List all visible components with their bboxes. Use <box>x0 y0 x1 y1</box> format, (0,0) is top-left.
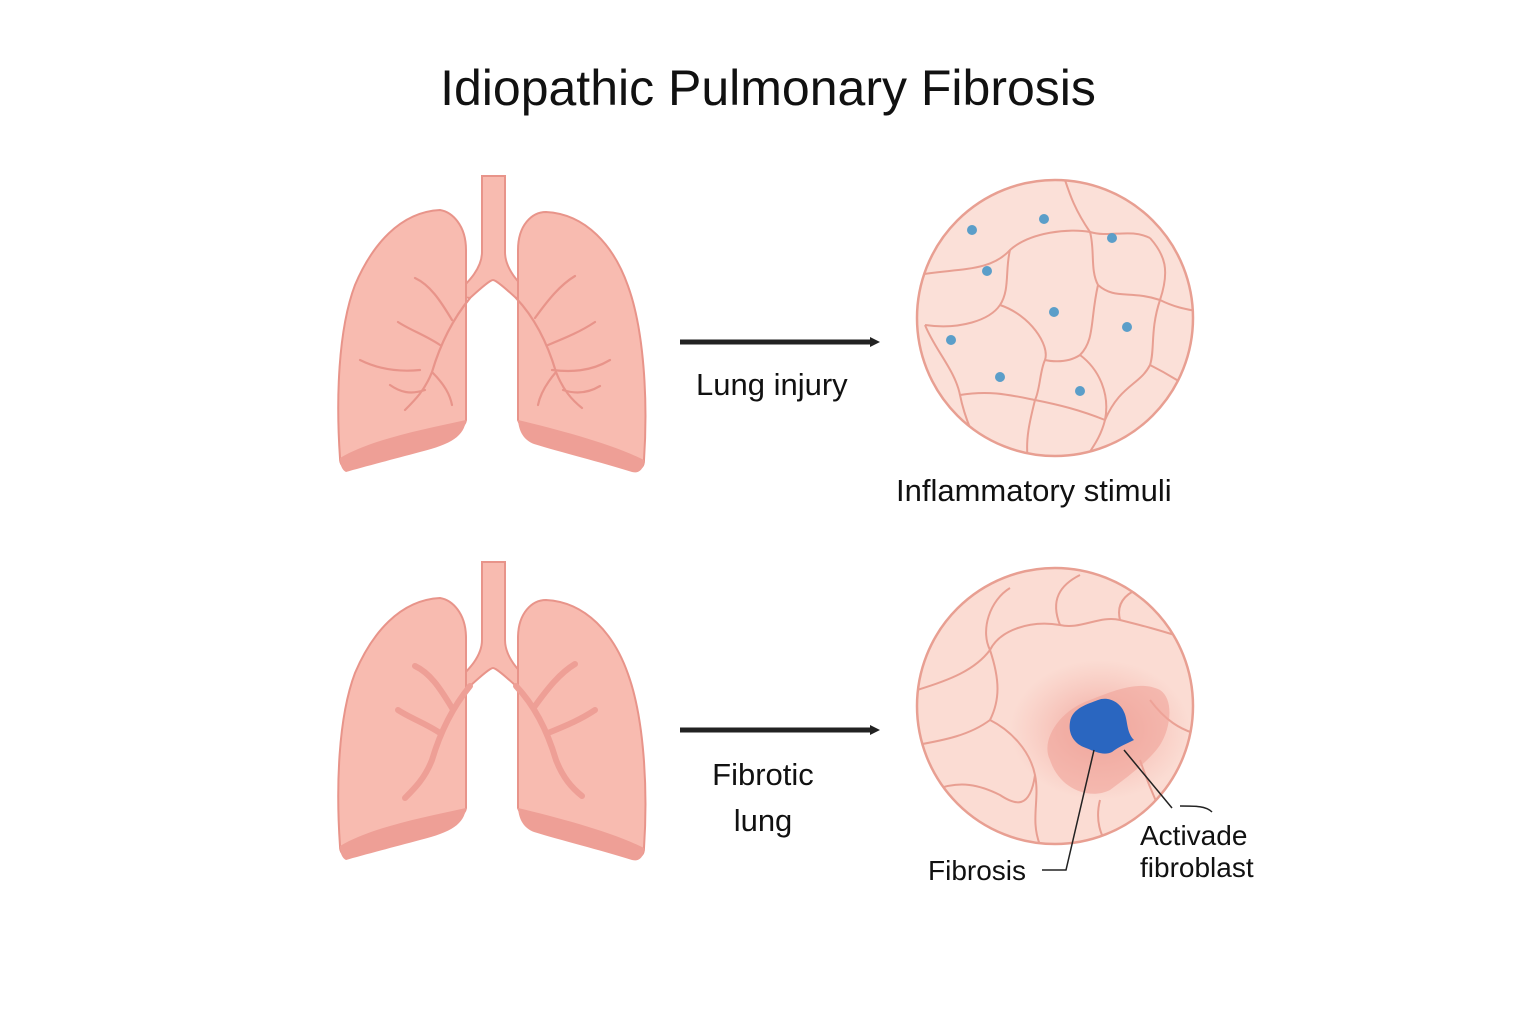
right-lung-base <box>518 808 644 861</box>
fibrosis-callout: Fibrosis <box>928 855 1027 886</box>
fibrotic-lungs <box>337 561 647 861</box>
callout-lines <box>1042 749 1213 871</box>
fibrotic-lung-line2: lung <box>733 803 793 838</box>
lung-injury-label: Lung injury <box>696 367 848 402</box>
inflammatory-dots <box>946 214 1132 396</box>
inflammatory-stimuli-label: Inflammatory stimuli <box>896 473 1172 508</box>
activated-fibroblast <box>1069 698 1134 754</box>
left-lung-base <box>340 808 466 860</box>
healthy-lungs <box>337 175 647 473</box>
fibrotic-tissue-circle <box>915 566 1213 871</box>
activated-fibroblast-line2: fibroblast <box>1140 852 1254 883</box>
inflamed-tissue-circle <box>915 178 1195 458</box>
thickened-bronchi <box>395 661 598 801</box>
bronchi <box>358 274 612 412</box>
fibrotic-lung-line1: Fibrotic <box>712 757 814 792</box>
activated-fibroblast-callout: Activade fibroblast <box>1140 820 1254 884</box>
left-lung-base <box>340 420 466 472</box>
activated-fibroblast-line1: Activade <box>1140 820 1248 851</box>
right-lung-base <box>518 420 644 473</box>
fibrotic-lung-label: Fibrotic lung <box>660 752 866 844</box>
diagram-title: Idiopathic Pulmonary Fibrosis <box>440 60 1096 116</box>
